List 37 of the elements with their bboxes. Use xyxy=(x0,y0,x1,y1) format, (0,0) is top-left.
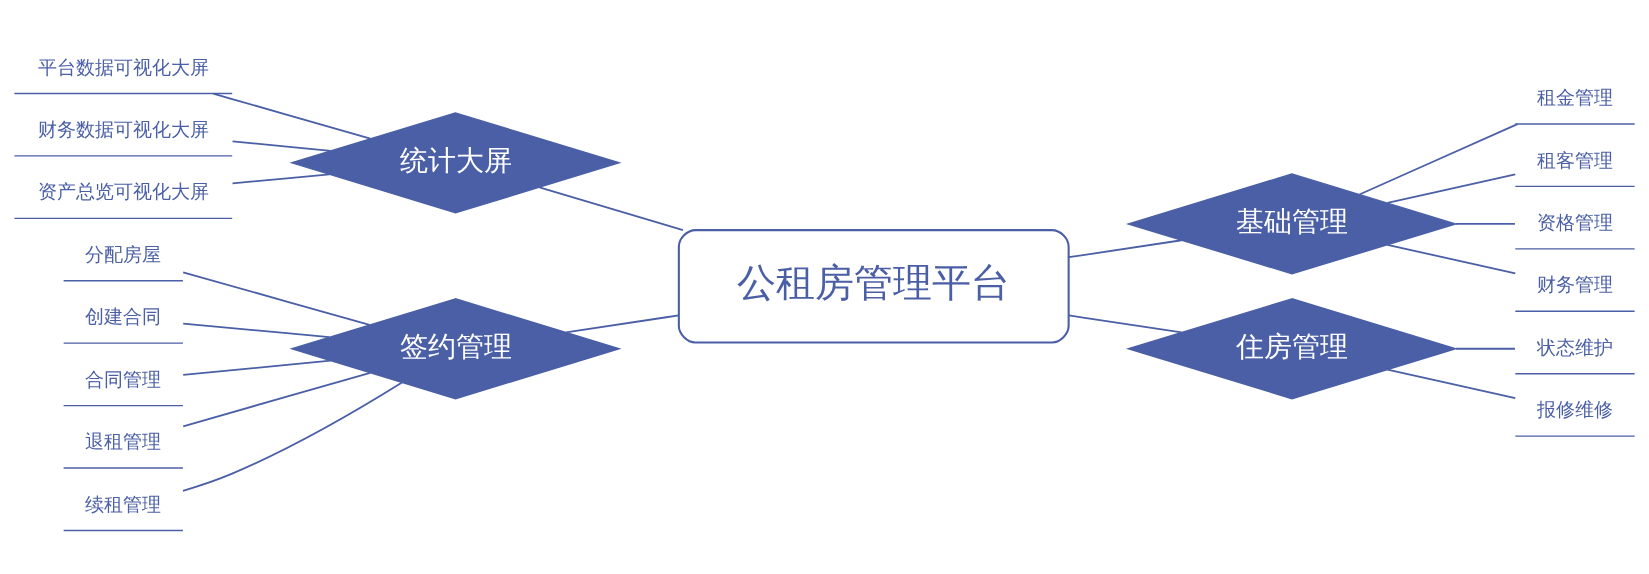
node-text: 分配房屋 xyxy=(85,242,162,266)
connector xyxy=(182,371,372,428)
connector xyxy=(1068,314,1183,334)
node-diamond: 基础管理 xyxy=(1125,173,1459,275)
connector xyxy=(1455,223,1516,225)
node-text: 租客管理 xyxy=(1536,148,1613,172)
node-text: 续租管理 xyxy=(85,492,162,516)
connector xyxy=(1386,173,1517,204)
connector xyxy=(1068,239,1183,259)
node-text: 财务数据可视化大屏 xyxy=(37,118,209,142)
connector xyxy=(538,186,684,231)
node-text: 状态维护 xyxy=(1536,335,1613,359)
node-box: 公租房管理平台 xyxy=(677,229,1070,344)
connector xyxy=(1358,123,1519,196)
node-text: 退租管理 xyxy=(85,430,162,454)
connector xyxy=(182,381,403,492)
node-diamond: 签约管理 xyxy=(289,298,622,400)
node-diamond: 统计大屏 xyxy=(289,112,622,214)
node-text: 平台数据可视化大屏 xyxy=(37,55,209,79)
connector xyxy=(231,140,332,152)
connector xyxy=(182,322,331,339)
connector xyxy=(182,271,371,326)
connector xyxy=(1386,368,1517,400)
connector xyxy=(565,314,680,334)
connector xyxy=(1386,243,1517,275)
node-text: 资产总览可视化大屏 xyxy=(37,180,209,204)
connector xyxy=(1455,347,1516,350)
node-text: 合同管理 xyxy=(85,367,162,391)
node-text: 资格管理 xyxy=(1536,211,1613,235)
node-text: 报修维修 xyxy=(1536,398,1613,422)
node-text: 租金管理 xyxy=(1536,86,1613,110)
connector xyxy=(182,359,332,376)
connector xyxy=(212,92,372,140)
node-diamond: 住房管理 xyxy=(1125,298,1459,400)
node-text: 创建合同 xyxy=(85,305,162,329)
connector xyxy=(231,173,331,185)
node-text: 财务管理 xyxy=(1536,273,1613,297)
